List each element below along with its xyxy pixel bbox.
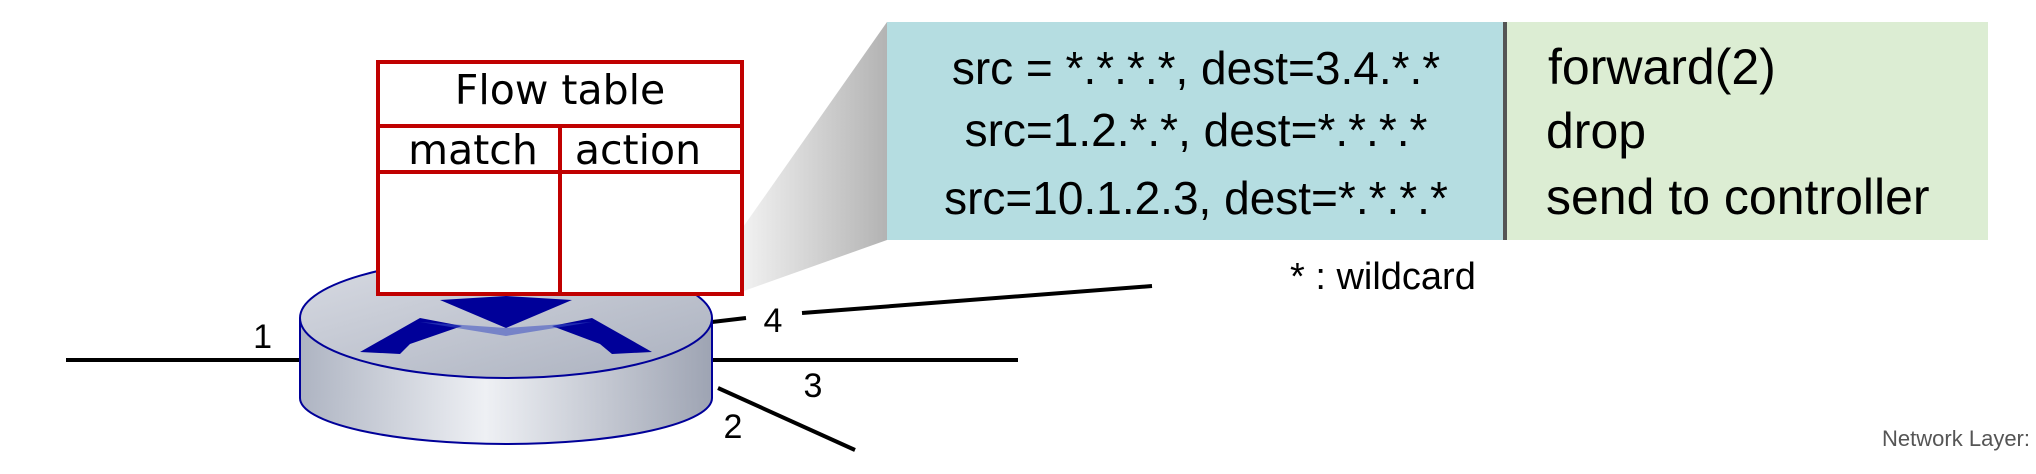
port-label-2: 2 xyxy=(724,408,743,446)
rule-2-match: src=1.2.*.*, dest=*.*.*.* xyxy=(965,104,1428,156)
zoom-callout xyxy=(741,22,887,292)
rules-match-panel xyxy=(887,22,1505,240)
router-arrows-icon xyxy=(360,296,652,354)
wildcard-note: * : wildcard xyxy=(1290,256,1476,298)
flow-table-title: Flow table xyxy=(455,66,665,114)
rules-table: src = *.*.*.*, dest=3.4.*.* src=1.2.*.*,… xyxy=(887,22,1988,240)
flow-table-col-match: match xyxy=(408,126,538,174)
port-label-3: 3 xyxy=(804,367,823,405)
flow-table: Flow table match action xyxy=(376,60,744,296)
port-label-4: 4 xyxy=(764,302,783,340)
link-port-4-a xyxy=(711,316,747,324)
rule-2-action: drop xyxy=(1546,103,1646,159)
link-port-2 xyxy=(717,386,856,452)
rule-3-match: src=10.1.2.3, dest=*.*.*.* xyxy=(944,172,1448,224)
footer-label: Network Layer: xyxy=(1882,426,2030,451)
link-port-4-b xyxy=(801,284,1153,315)
rules-action-panel xyxy=(1505,22,1988,240)
flow-table-col-action: action xyxy=(575,126,701,174)
rule-1-action: forward(2) xyxy=(1548,39,1776,95)
port-label-1: 1 xyxy=(253,318,272,356)
rule-1-match: src = *.*.*.*, dest=3.4.*.* xyxy=(952,42,1440,94)
links xyxy=(66,284,1153,452)
rule-3-action: send to controller xyxy=(1546,169,1930,225)
